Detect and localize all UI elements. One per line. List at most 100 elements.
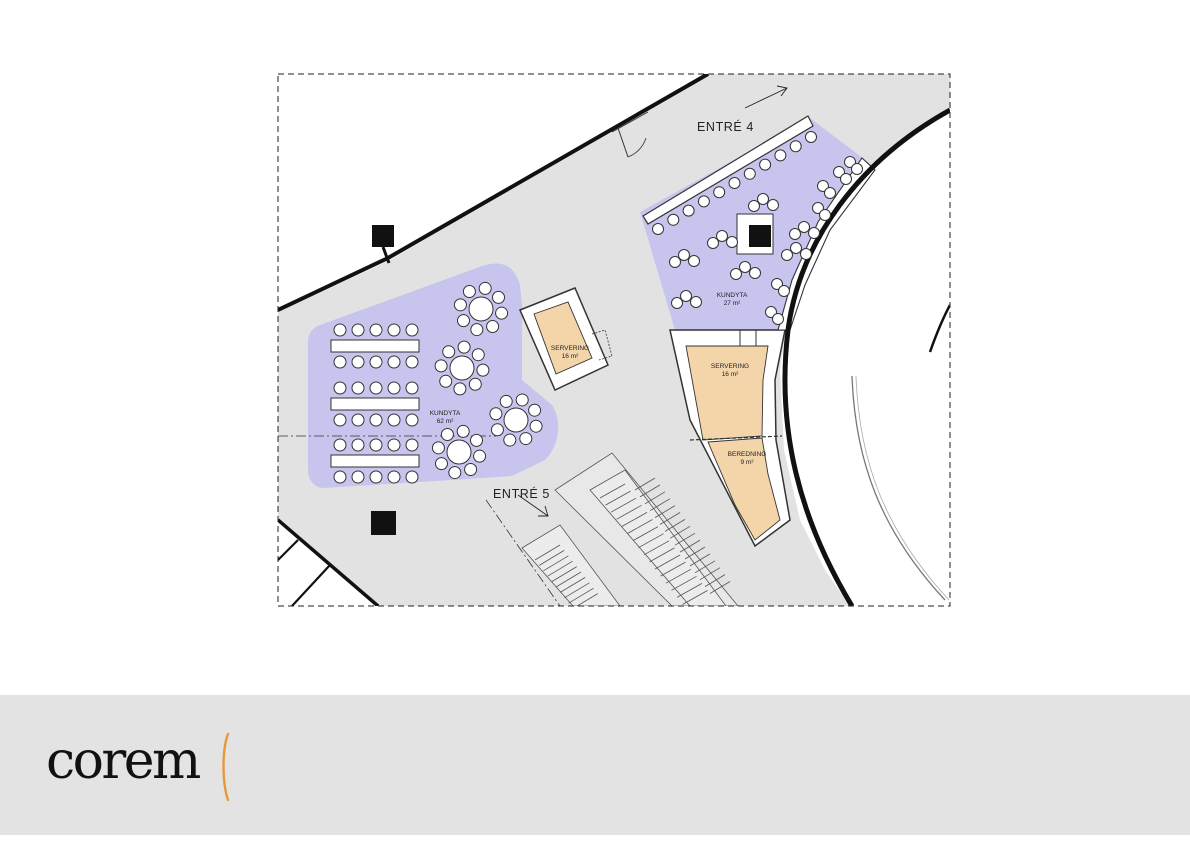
chair <box>748 200 760 212</box>
chair <box>440 427 454 441</box>
floor-plan-drawing: ENTRÉ 4 ENTRÉ 5 KUNDYTA 62 m² KUNDYTA 27… <box>277 73 951 607</box>
chair <box>495 306 509 320</box>
kundyta-east-name: KUNDYTA <box>717 292 748 299</box>
servering-center-room <box>519 287 613 392</box>
footer-bar <box>0 695 1190 835</box>
bar-counter <box>642 115 814 225</box>
chair <box>713 186 726 199</box>
chair <box>798 221 810 233</box>
chair <box>387 355 401 369</box>
chair <box>333 470 347 484</box>
door-north <box>611 111 649 158</box>
chair <box>333 381 347 395</box>
kundyta-west-name: KUNDYTA <box>430 410 461 417</box>
chair <box>759 158 772 171</box>
chair <box>515 393 529 407</box>
chair <box>824 187 836 199</box>
chair <box>772 313 784 325</box>
chair <box>757 193 769 205</box>
chair <box>405 381 419 395</box>
chair <box>464 463 478 477</box>
chair <box>405 413 419 427</box>
chair <box>489 407 503 421</box>
chair <box>697 195 710 208</box>
chair <box>439 374 453 388</box>
chair <box>739 261 751 273</box>
chair <box>690 296 702 308</box>
chair <box>456 314 470 328</box>
chair <box>462 284 476 298</box>
chair <box>453 298 467 312</box>
chair <box>434 457 448 471</box>
servering-center-name: SERVERING <box>551 345 589 352</box>
beredning-room <box>689 435 783 541</box>
chair <box>478 281 492 295</box>
servering-east-name: SERVERING <box>711 363 749 370</box>
atrium-floor <box>785 178 950 606</box>
floor-plan: ENTRÉ 4 ENTRÉ 5 KUNDYTA 62 m² KUNDYTA 27… <box>277 73 951 607</box>
chair <box>457 340 471 354</box>
chair <box>800 248 812 260</box>
chair <box>682 204 695 217</box>
chair <box>387 470 401 484</box>
chair <box>333 413 347 427</box>
entre4-arrow <box>744 85 788 109</box>
chair <box>351 413 365 427</box>
chair <box>492 290 506 304</box>
chair <box>471 348 485 362</box>
chair <box>333 438 347 452</box>
chair <box>369 323 383 337</box>
chair <box>790 242 802 254</box>
beredning-name: BEREDNING <box>728 451 767 458</box>
chair <box>387 323 401 337</box>
logo-accent-icon <box>222 732 230 802</box>
servering-center-area-label: 16 m² <box>562 353 579 360</box>
chair <box>743 167 756 180</box>
kundyta-west-area-label: 62 m² <box>437 418 454 425</box>
chair <box>528 403 542 417</box>
chair <box>817 180 829 192</box>
chair <box>833 166 845 178</box>
chair <box>476 363 490 377</box>
chair <box>529 419 543 433</box>
table <box>330 454 420 468</box>
chair <box>369 470 383 484</box>
chair <box>678 249 690 261</box>
column <box>372 225 394 247</box>
entre5-arrow <box>517 494 549 517</box>
chair <box>728 177 741 189</box>
chair <box>726 236 738 248</box>
beredning-area-label: 9 m² <box>741 459 755 466</box>
chair <box>490 423 504 437</box>
chair <box>405 355 419 369</box>
chair <box>333 355 347 369</box>
chair <box>387 413 401 427</box>
column <box>371 511 396 535</box>
chair <box>369 381 383 395</box>
chair <box>351 381 365 395</box>
round-table <box>503 407 529 433</box>
table <box>330 397 420 411</box>
round-table <box>446 439 472 465</box>
round-table <box>449 355 475 381</box>
chair <box>387 438 401 452</box>
chair <box>519 432 533 446</box>
chair <box>431 441 445 455</box>
servering-east-area-label: 16 m² <box>722 371 739 378</box>
round-table <box>468 296 494 322</box>
staircase <box>521 452 739 606</box>
chair <box>805 131 817 143</box>
chair <box>812 202 824 214</box>
chair <box>473 449 487 463</box>
chair <box>778 285 790 297</box>
chair <box>351 470 365 484</box>
chair <box>781 249 793 261</box>
chair <box>405 323 419 337</box>
southwest-wall <box>278 518 380 606</box>
chair <box>765 306 777 318</box>
chair <box>456 424 470 438</box>
chair <box>470 433 484 447</box>
chair <box>333 323 347 337</box>
column <box>749 225 771 247</box>
chair <box>669 256 681 268</box>
